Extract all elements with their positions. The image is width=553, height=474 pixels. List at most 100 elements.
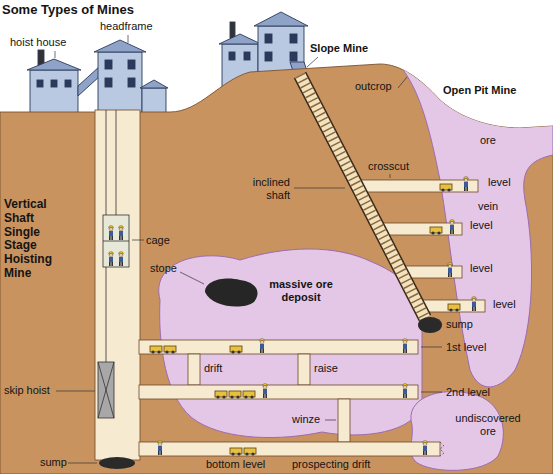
part-label: hoist house: [10, 36, 66, 49]
tunnels: [139, 340, 418, 354]
part-label: winze: [292, 413, 320, 426]
miners-and-carts: [450, 220, 455, 234]
miners-and-carts: [164, 346, 176, 354]
tunnels: [95, 110, 140, 460]
miners-and-carts: [109, 177, 477, 456]
buildings: [265, 34, 272, 43]
part-label: massive ore deposit: [266, 278, 336, 303]
miners-and-carts: [215, 391, 227, 399]
tunnels: [379, 223, 462, 235]
ore-lump: [205, 279, 258, 307]
miners-and-carts: [230, 346, 242, 354]
leader-lines: [294, 188, 345, 189]
miners-and-carts: [158, 441, 163, 455]
buildings: [229, 52, 235, 60]
miners-and-carts: [243, 391, 255, 399]
miners-and-carts: [119, 252, 124, 266]
leader-lines: [325, 420, 336, 421]
buildings: [290, 34, 297, 43]
buildings: [30, 70, 78, 117]
part-label: outcrop: [355, 80, 392, 93]
buildings: [27, 59, 81, 70]
tunnels: [338, 399, 350, 442]
tunnels: [298, 354, 310, 385]
sump-pit: [99, 457, 135, 469]
tunnels: [139, 385, 418, 399]
part-label: Open Pit Mine: [443, 84, 516, 97]
buildings: [51, 80, 57, 87]
hoist-gear: [116, 110, 117, 215]
leader-lines: [55, 35, 442, 463]
buildings: [254, 12, 308, 26]
hoist-gear: [98, 362, 114, 418]
buildings: [230, 22, 235, 38]
diagram-title: Some Types of Mines: [2, 2, 134, 17]
miners-and-carts: [230, 448, 242, 456]
buildings: [128, 78, 135, 87]
buildings: [65, 80, 71, 87]
part-label: 2nd level: [446, 386, 490, 399]
part-label: prospecting drift: [292, 458, 370, 471]
part-label: Slope Mine: [310, 42, 368, 55]
leader-lines: [68, 463, 97, 464]
tunnels: [357, 180, 478, 192]
hoist-gear: [98, 362, 114, 418]
miners-and-carts: [448, 304, 460, 312]
buildings: [244, 52, 250, 60]
miners-and-carts: [423, 441, 428, 455]
part-label: sump: [40, 456, 67, 469]
leader-lines: [132, 240, 144, 241]
buildings: [105, 78, 112, 87]
leader-lines: [180, 272, 204, 284]
part-label: bottom level: [206, 458, 265, 471]
drift-face: [440, 442, 444, 456]
hoist-gear: [98, 362, 114, 418]
part-label: headframe: [100, 20, 153, 33]
part-label: crosscut: [368, 160, 409, 173]
part-label: skip hoist: [4, 384, 50, 397]
hoist-gear: [98, 110, 129, 418]
leader-lines: [390, 174, 391, 178]
leader-lines: [55, 51, 56, 58]
part-label: raise: [314, 362, 338, 375]
miners-and-carts: [150, 346, 162, 354]
miners-and-carts: [244, 448, 256, 456]
leader-lines: [128, 35, 129, 43]
tunnels: [139, 442, 440, 456]
hoist-gear: [103, 215, 129, 267]
miners-and-carts: [260, 339, 265, 353]
buildings: [37, 80, 43, 87]
part-label: sump: [446, 318, 473, 331]
miners-and-carts: [448, 263, 453, 277]
sump-pit: [418, 317, 442, 333]
part-label: inclined shaft: [240, 176, 290, 201]
buildings: [98, 52, 142, 117]
miners-and-carts: [119, 226, 124, 240]
miners-and-carts: [263, 384, 268, 398]
miners-and-carts: [109, 252, 114, 266]
leader-lines: [56, 391, 95, 392]
part-label: level: [470, 262, 493, 275]
part-label: vein: [478, 200, 498, 213]
miners-and-carts: [109, 226, 114, 240]
hoist-gear: [103, 241, 129, 242]
part-label: drift: [204, 362, 222, 375]
buildings: [94, 40, 146, 52]
part-label: 1st level: [446, 341, 486, 354]
leader-lines: [398, 77, 407, 88]
tunnels: [188, 354, 200, 385]
ore-bodies: [159, 60, 553, 470]
buildings: [78, 66, 100, 96]
miners-and-carts: [464, 177, 469, 191]
miners-and-carts: [440, 184, 452, 192]
buildings: [128, 60, 135, 69]
miners-and-carts: [403, 339, 408, 353]
part-label: Vertical Shaft Single Stage Hoisting Min…: [4, 198, 66, 281]
buildings: [105, 60, 112, 69]
leader-lines: [421, 347, 442, 348]
miners-and-carts: [229, 391, 241, 399]
part-label: stope: [150, 262, 177, 275]
buildings: [140, 80, 168, 88]
part-label: cage: [146, 234, 170, 247]
